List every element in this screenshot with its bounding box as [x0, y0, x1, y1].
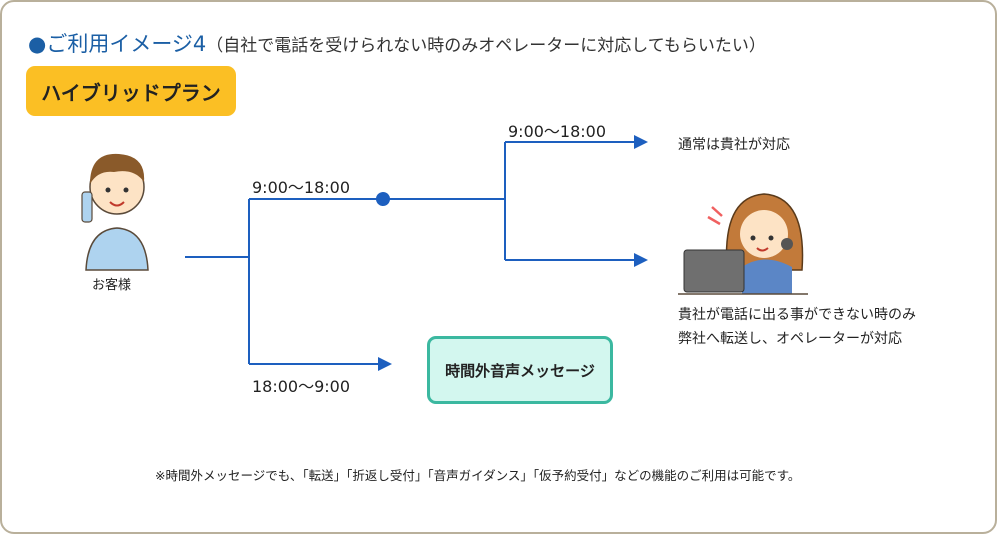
- footnote: ※時間外メッセージでも、「転送」「折返し受付」「音声ガイダンス」「仮予約受付」な…: [155, 468, 801, 483]
- outcome-operator-line2: 弊社へ転送し、オペレーターが対応: [678, 331, 902, 347]
- title-main: ●ご利用イメージ4: [28, 32, 207, 56]
- page-title: ●ご利用イメージ4（自社で電話を受けられない時のみオペレーターに対応してもらいた…: [28, 28, 766, 58]
- customer-label: お客様: [92, 278, 132, 293]
- customer-icon: [81, 153, 149, 271]
- arrow-after-hours: [378, 357, 392, 371]
- after-hours-message-box: 時間外音声メッセージ: [427, 336, 613, 404]
- arrow-operator: [634, 253, 648, 267]
- outcome-operator-line1: 貴社が電話に出る事ができない時のみ: [678, 307, 916, 323]
- outcome-normal: 通常は貴社が対応: [678, 137, 790, 153]
- plan-badge: ハイブリッドプラン: [26, 66, 236, 116]
- branch-dot: [376, 192, 390, 206]
- operator-icon: [678, 193, 808, 295]
- branch-time-day: 9:00～18:00: [252, 178, 351, 197]
- arrow-normal: [634, 135, 648, 149]
- sub-branch-time: 9:00～18:00: [508, 122, 607, 141]
- title-sub: （自社で電話を受けられない時のみオペレーターに対応してもらいたい）: [206, 36, 766, 56]
- branch-time-night: 18:00～9:00: [252, 377, 351, 396]
